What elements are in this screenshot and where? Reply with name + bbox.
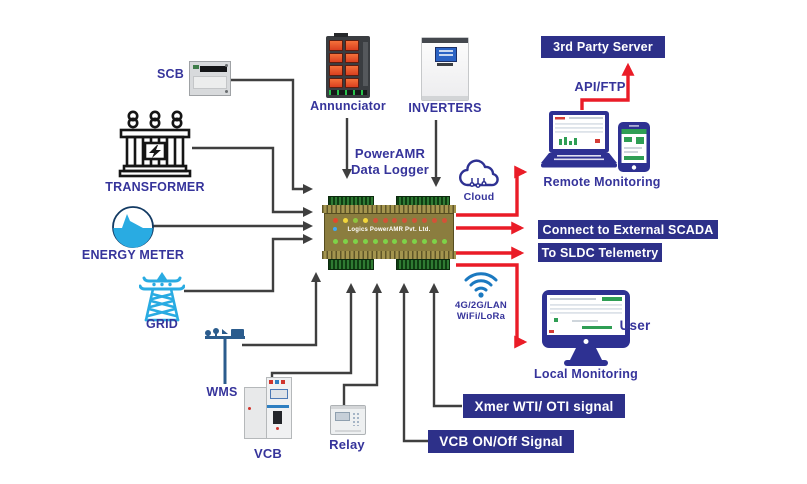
transformer-icon: [118, 110, 192, 178]
din-rail-logger-device: Logics PowerAMR Pvt. Ltd.: [322, 196, 456, 270]
cloud-label: Cloud: [463, 191, 495, 203]
banner-xmer-signal: Xmer WTI/ OTI signal: [463, 394, 625, 418]
data-logger-title-line2: Data Logger: [350, 162, 430, 177]
vcb-front-panel: [266, 377, 292, 439]
user-label: User: [619, 318, 651, 333]
scb-meter-icon: [189, 61, 231, 96]
line-vcb-signal-to-logger: [399, 283, 428, 443]
relay-buttons: [352, 412, 361, 426]
vcb-window: [270, 389, 288, 399]
phone-icon: [618, 122, 650, 172]
vcb-indicator: [281, 380, 285, 384]
data-logger-title-line1: PowerAMR: [354, 146, 426, 161]
relay-device-icon: [330, 405, 366, 435]
banner-vcb-signal: VCB ON/Off Signal: [428, 430, 574, 453]
scb-label: SCB: [157, 67, 184, 81]
vcb-red-dot: [276, 427, 279, 430]
vcb-blue-strip: [267, 405, 289, 408]
remote-monitoring-label: Remote Monitoring: [543, 175, 661, 189]
led-row-status: [333, 218, 447, 223]
relay-bottom-strip: [335, 430, 361, 432]
line-wms-to-logger: [242, 272, 321, 347]
banner-external-scada: Connect to External SCADA: [538, 220, 718, 239]
logger-step: [322, 205, 456, 213]
annunciator-led-strip: [329, 90, 367, 95]
led-power: [333, 227, 337, 231]
inverter-base: [422, 96, 468, 100]
vcb-slot: [273, 411, 282, 424]
annunciator-label: Annunciator: [310, 99, 386, 113]
wms-label: WMS: [206, 385, 238, 399]
inverter-top-band: [422, 38, 468, 43]
transformer-label: TRANSFORMER: [105, 180, 205, 194]
terminal-block: [396, 259, 450, 270]
logger-face: Logics PowerAMR Pvt. Ltd.: [324, 213, 454, 253]
led-row-channels: [333, 239, 447, 244]
vcb-label: VCB: [253, 446, 283, 461]
line-scb-to-logger: [228, 78, 313, 194]
scb-inset-detail: [193, 76, 227, 89]
grid-label: GRID: [145, 317, 179, 331]
transmission-tower-icon: [139, 272, 185, 322]
inverter-buttons: [437, 63, 453, 66]
cloud-icon: [459, 159, 499, 189]
desktop-monitor-icon: [542, 290, 630, 366]
scb-band-detail: [200, 66, 227, 72]
scb-chip-detail: [193, 65, 199, 69]
vcb-red-dot: [248, 407, 251, 410]
energy-meter-label: ENERGY METER: [81, 248, 185, 262]
wifi-icon: [464, 272, 498, 298]
api-ftp-label: API/FTP: [574, 79, 626, 94]
logger-step: [322, 251, 456, 259]
vcb-indicator: [269, 380, 273, 384]
line-relay-to-logger: [342, 283, 382, 407]
connectivity-line1: 4G/2G/LAN: [455, 300, 507, 311]
inverter-screen: [435, 47, 457, 62]
line-grid-to-logger: [184, 234, 313, 293]
relay-screen: [335, 412, 350, 421]
terminal-block: [328, 259, 374, 270]
relay-top-strip: [331, 406, 365, 409]
scb-screw: [225, 64, 228, 67]
annunciator-tab: [334, 33, 348, 37]
data-logger-title: PowerAMR Data Logger: [336, 146, 444, 178]
banner-sldc-telemetry: To SLDC Telemetry: [538, 243, 662, 262]
vcb-indicator: [275, 380, 279, 384]
inverter-device-icon: [421, 37, 469, 101]
banner-third-party-server: 3rd Party Server: [541, 36, 665, 58]
weather-station-icon: [205, 328, 245, 384]
energy-meter-icon: [112, 206, 154, 248]
line-vcb-to-logger: [270, 283, 356, 386]
logger-brand-text: Logics PowerAMR Pvt. Ltd.: [347, 227, 431, 233]
connectivity-label: 4G/2G/LAN WiFi/LoRa: [441, 300, 521, 322]
switchgear-cabinet-icon: [244, 377, 292, 443]
annunciator-windows: [329, 40, 359, 88]
relay-label: Relay: [329, 437, 365, 452]
laptop-icon: [541, 111, 617, 168]
annunciator-panel-icon: [326, 33, 370, 98]
connectivity-line2: WiFi/LoRa: [456, 311, 506, 322]
local-monitoring-label: Local Monitoring: [534, 367, 638, 381]
annunciator-rail: [363, 42, 368, 86]
scb-screw: [225, 90, 228, 93]
inverters-label: INVERTERS: [408, 101, 482, 115]
